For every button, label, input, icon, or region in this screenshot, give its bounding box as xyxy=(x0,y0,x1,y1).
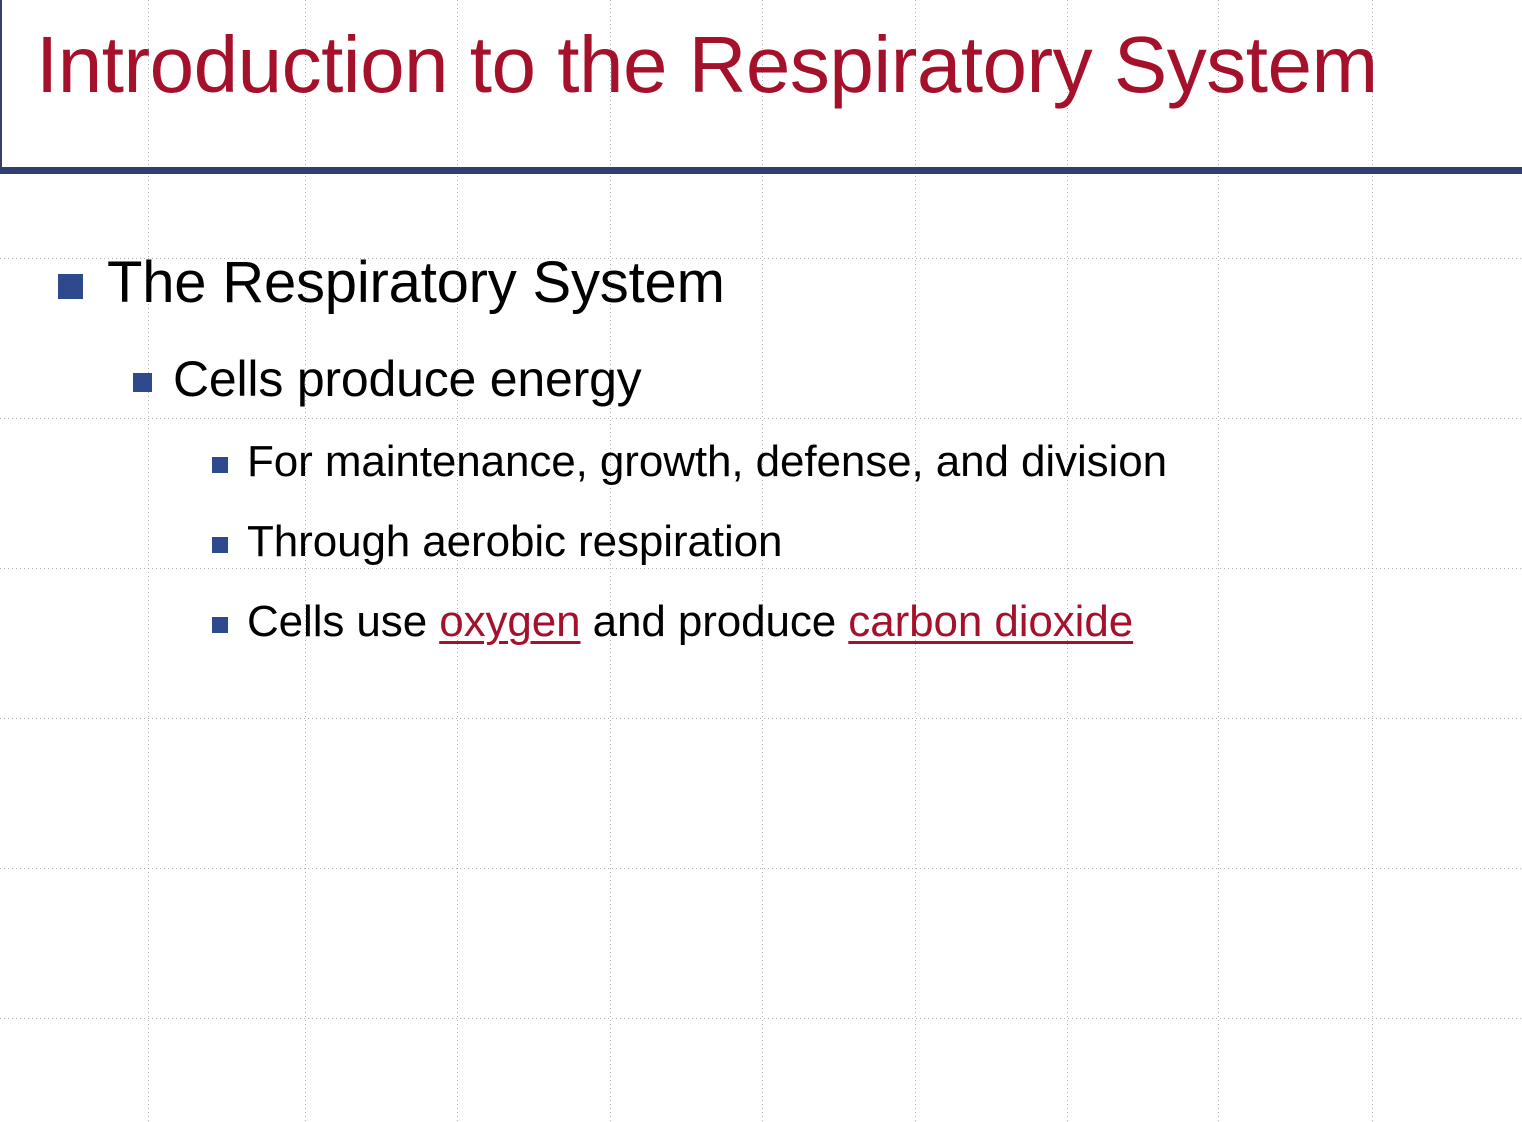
grid-line-horizontal xyxy=(0,258,1522,259)
grid-line-vertical xyxy=(1067,0,1068,1122)
bullet-level3-label: Cells use oxygen and produce carbon diox… xyxy=(247,596,1134,646)
grid-line-horizontal xyxy=(0,868,1522,869)
grid-line-vertical xyxy=(457,0,458,1122)
bullet-level1-label: The Respiratory System xyxy=(107,250,725,315)
grid-line-vertical xyxy=(1218,0,1219,1122)
bullet-level3-oxygen-carbon-dioxide: Cells use oxygen and produce carbon diox… xyxy=(0,596,1522,646)
bullet-level3-aerobic-respiration: Through aerobic respiration xyxy=(0,517,1522,567)
grid-line-horizontal xyxy=(0,568,1522,569)
grid-line-vertical xyxy=(148,0,149,1122)
grid-line-horizontal xyxy=(0,418,1522,419)
bullet-level2-cells-produce-energy: Cells produce energy xyxy=(0,353,1522,406)
bullet-level2-label: Cells produce energy xyxy=(173,351,642,408)
grid-line-horizontal xyxy=(0,1018,1522,1019)
bullet-square-icon xyxy=(212,616,228,633)
content-placeholder: The Respiratory System Cells produce ene… xyxy=(0,200,1522,645)
grid-line-vertical xyxy=(305,0,306,1122)
bullet-square-icon xyxy=(133,373,152,393)
bullet-square-icon xyxy=(212,457,228,474)
bullet-level1-respiratory-system: The Respiratory System xyxy=(0,252,1522,313)
highlight-oxygen: oxygen xyxy=(439,596,581,646)
grid-line-vertical xyxy=(1372,0,1373,1122)
bullet-square-icon xyxy=(212,537,228,554)
page-title: Introduction to the Respiratory System xyxy=(36,20,1378,109)
grid-line-vertical xyxy=(762,0,763,1122)
bullet-level3-maintenance-growth: For maintenance, growth, defense, and di… xyxy=(0,439,1522,486)
title-divider-rule xyxy=(0,167,1522,174)
text-prefix: Cells use xyxy=(247,596,440,646)
highlight-carbon-dioxide: carbon dioxide xyxy=(848,596,1134,646)
bullet-square-icon xyxy=(58,274,83,299)
title-placeholder: Introduction to the Respiratory System xyxy=(0,0,1522,168)
grid-line-horizontal xyxy=(0,718,1522,719)
grid-line-vertical xyxy=(610,0,611,1122)
bullet-level3-label: Through aerobic respiration xyxy=(247,517,783,567)
bullet-level3-label: For maintenance, growth, defense, and di… xyxy=(247,437,1167,487)
text-middle: and produce xyxy=(580,596,849,646)
grid-line-vertical xyxy=(915,0,916,1122)
